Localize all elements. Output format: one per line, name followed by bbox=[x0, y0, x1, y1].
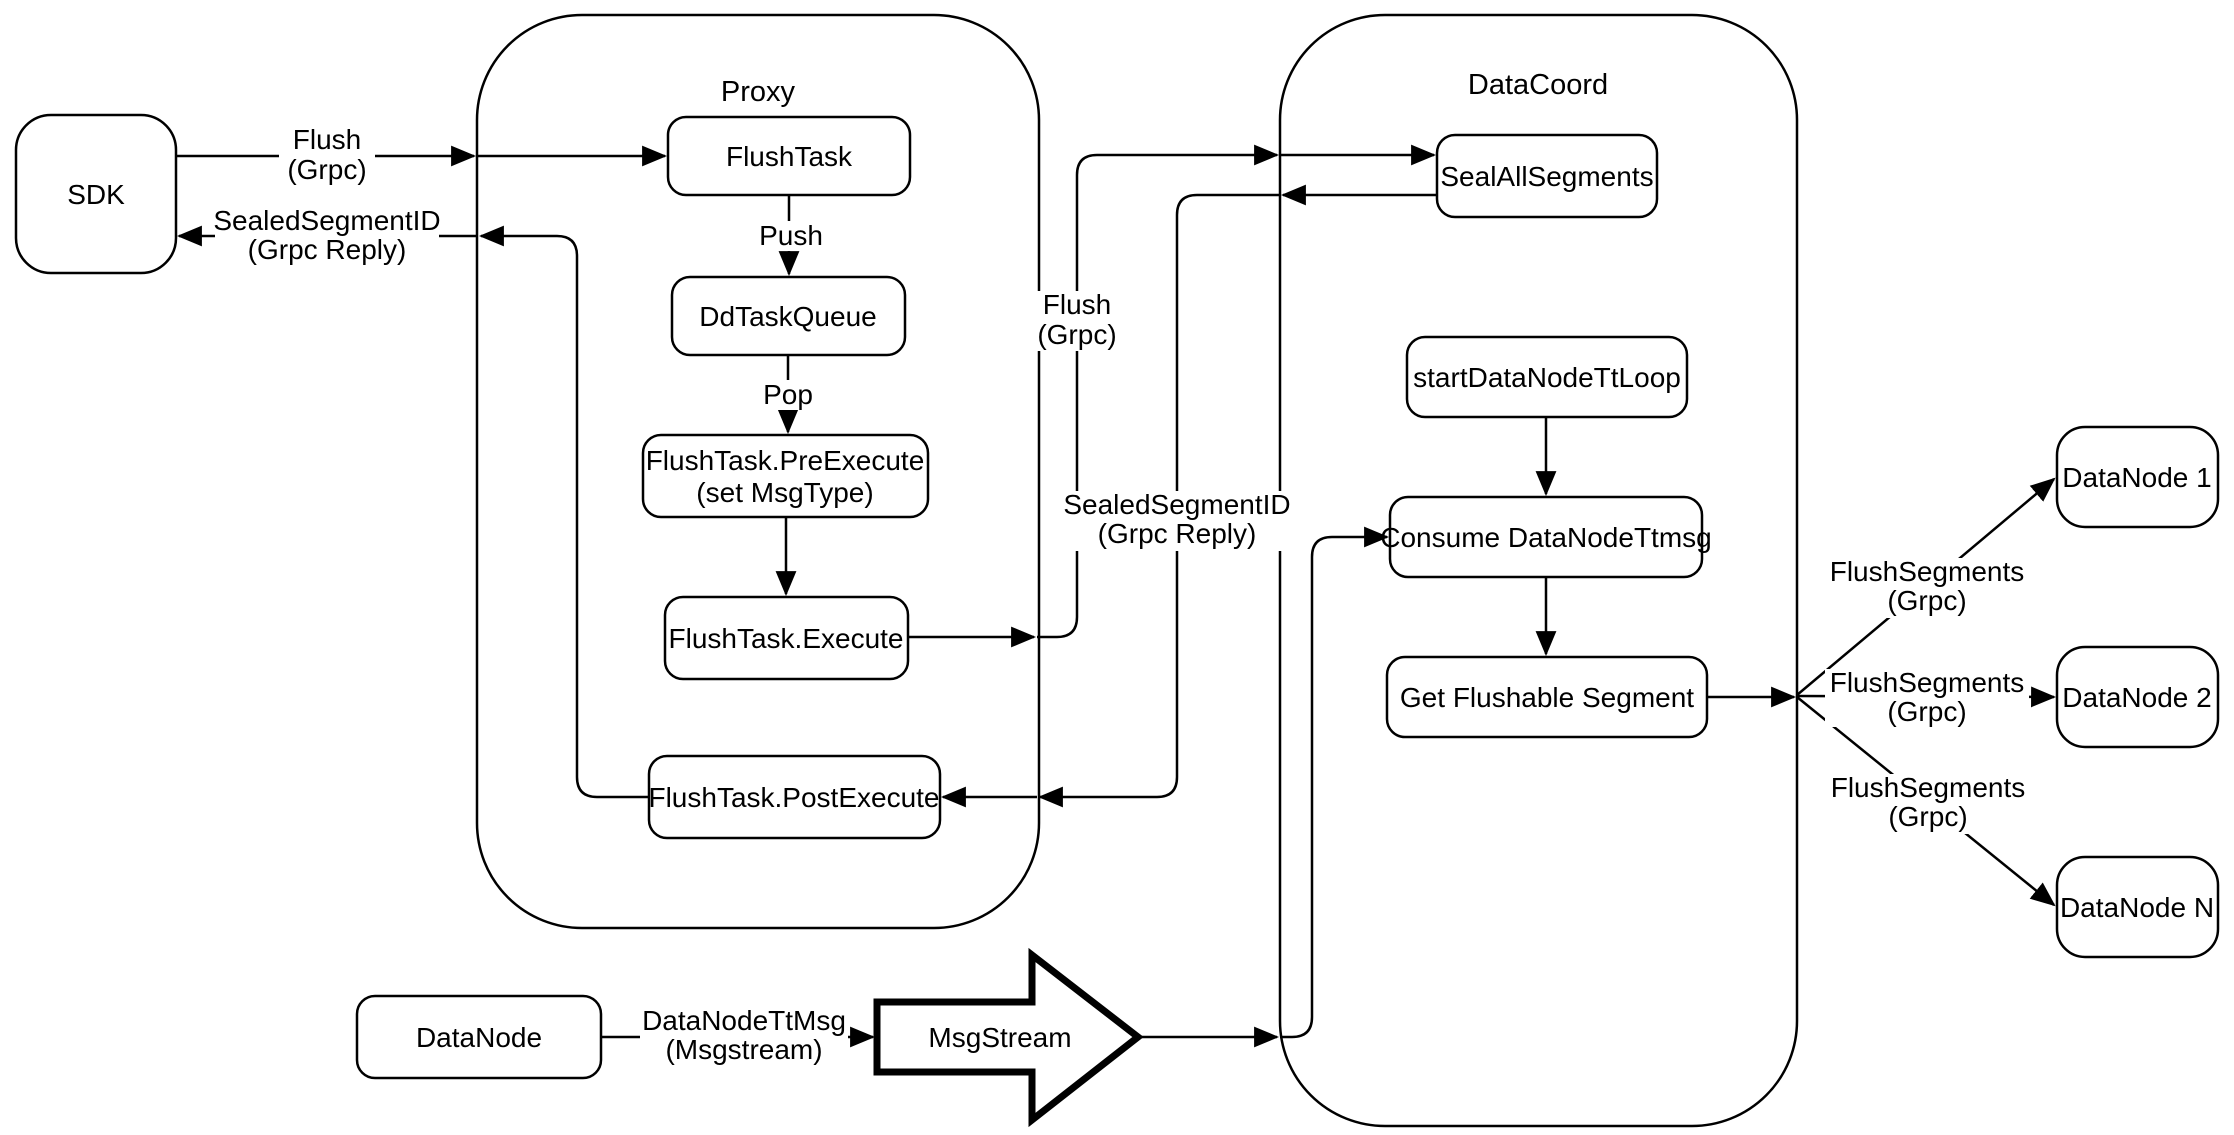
flushtask-box bbox=[666, 115, 912, 197]
node-preexecute: FlushTask.PreExecute (set MsgType) bbox=[641, 433, 930, 519]
datanoden-label: DataNode N bbox=[2060, 892, 2214, 923]
edge-label-flushsegments-3-bg bbox=[1826, 774, 2030, 834]
edge-label-flush-sdk-line2: (Grpc) bbox=[287, 154, 366, 185]
edge-label-datanodettmsg-bg bbox=[640, 1006, 848, 1066]
ddtaskqueue-label: DdTaskQueue bbox=[699, 301, 876, 332]
msgstream-arrow-shape bbox=[873, 947, 1144, 1128]
edge-datacoord-edge-to-consume bbox=[1280, 526, 1390, 1039]
datanode-source-label: DataNode bbox=[416, 1022, 542, 1053]
edge-label-flush-sdk: Flush (Grpc) bbox=[279, 124, 375, 186]
node-sealallsegments: SealAllSegments bbox=[1435, 133, 1659, 219]
edge-label-push: Push bbox=[758, 220, 824, 251]
node-getflushablesegment: Get Flushable Segment bbox=[1385, 655, 1709, 739]
edge-flush-grpc-up-to-datacoord bbox=[1037, 144, 1280, 639]
node-startdatanodettloop: startDataNodeTtLoop bbox=[1405, 335, 1689, 419]
edge-label-flushsegments-1-line2: (Grpc) bbox=[1887, 585, 1966, 616]
edge-label-flush-sdk-bg bbox=[279, 128, 375, 186]
edge-label-pop: Pop bbox=[761, 379, 815, 410]
datanode-source-box bbox=[355, 994, 603, 1080]
edge-label-flushsegments-1-bg bbox=[1825, 558, 2029, 618]
preexecute-box bbox=[641, 433, 930, 519]
startdatanodettloop-box bbox=[1405, 335, 1689, 419]
datanoden-box bbox=[2055, 855, 2220, 959]
node-datanode2: DataNode 2 bbox=[2055, 645, 2220, 749]
node-ddtaskqueue: DdTaskQueue bbox=[670, 275, 907, 357]
node-datanode-source: DataNode bbox=[355, 994, 603, 1080]
edge-label-flushsegments-1: FlushSegments (Grpc) bbox=[1825, 556, 2029, 618]
node-flushtask: FlushTask bbox=[666, 115, 912, 197]
node-sdk: SDK bbox=[14, 113, 178, 275]
preexecute-label-line2: (set MsgType) bbox=[696, 477, 873, 508]
edge-label-sealed-sdk-bg bbox=[215, 207, 439, 265]
edge-label-flush-mid-line2: (Grpc) bbox=[1037, 319, 1116, 350]
msgstream-label: MsgStream bbox=[928, 1022, 1071, 1053]
edge-label-flushsegments-2-line1: FlushSegments bbox=[1830, 667, 2025, 698]
edge-label-flushsegments-1-line1: FlushSegments bbox=[1830, 556, 2025, 587]
edge-label-sealed-mid-line2: (Grpc Reply) bbox=[1098, 518, 1257, 549]
edge-label-datanodettmsg-line1: DataNodeTtMsg bbox=[642, 1005, 846, 1036]
edge-label-flushsegments-2-bg bbox=[1825, 669, 2029, 727]
edge-postexecute-to-proxy-left-edge bbox=[478, 225, 649, 799]
node-execute: FlushTask.Execute bbox=[663, 595, 910, 681]
ddtaskqueue-box bbox=[670, 275, 907, 357]
consumedatanodettmsg-label: Consume DataNodeTtmsg bbox=[1380, 522, 1711, 553]
datanode1-box bbox=[2055, 425, 2220, 529]
edge-label-sealed-sdk-line2: (Grpc Reply) bbox=[248, 234, 407, 265]
edge-label-sealed-sdk-line1: SealedSegmentID bbox=[213, 205, 440, 236]
edge-label-pop-text: Pop bbox=[763, 379, 813, 410]
edge-label-flushsegments-3-line1: FlushSegments bbox=[1831, 772, 2026, 803]
datanode2-label: DataNode 2 bbox=[2062, 682, 2211, 713]
node-consumedatanodettmsg: Consume DataNodeTtmsg bbox=[1380, 495, 1712, 579]
edge-label-flushsegments-2-line2: (Grpc) bbox=[1887, 696, 1966, 727]
consumedatanodettmsg-box bbox=[1388, 495, 1704, 579]
postexecute-box bbox=[647, 754, 942, 840]
sdk-label: SDK bbox=[67, 179, 125, 210]
edge-label-datanodettmsg-line2: (Msgstream) bbox=[665, 1034, 822, 1065]
edge-label-flush-mid-line1: Flush bbox=[1043, 289, 1111, 320]
sdk-box bbox=[14, 113, 178, 275]
edge-label-push-text: Push bbox=[759, 220, 823, 251]
execute-label: FlushTask.Execute bbox=[669, 623, 904, 654]
edge-label-flushsegments-3: FlushSegments (Grpc) bbox=[1826, 772, 2030, 834]
node-msgstream: MsgStream bbox=[873, 947, 1144, 1128]
edge-label-sealed-mid-line1: SealedSegmentID bbox=[1063, 489, 1290, 520]
datanode1-label: DataNode 1 bbox=[2062, 462, 2211, 493]
edge-label-flush-mid-bg bbox=[1029, 291, 1125, 351]
flushtask-label: FlushTask bbox=[726, 141, 853, 172]
startdatanodettloop-label: startDataNodeTtLoop bbox=[1413, 362, 1681, 393]
getflushablesegment-box bbox=[1385, 655, 1709, 739]
postexecute-label: FlushTask.PostExecute bbox=[648, 782, 939, 813]
getflushablesegment-label: Get Flushable Segment bbox=[1400, 682, 1694, 713]
node-postexecute: FlushTask.PostExecute bbox=[647, 754, 942, 840]
node-datanoden: DataNode N bbox=[2055, 855, 2220, 959]
edge-label-pop-bg bbox=[761, 380, 815, 410]
datanode2-box bbox=[2055, 645, 2220, 749]
sealallsegments-label: SealAllSegments bbox=[1440, 161, 1653, 192]
preexecute-label-line1: FlushTask.PreExecute bbox=[646, 445, 925, 476]
edge-label-push-bg bbox=[758, 221, 824, 251]
execute-box bbox=[663, 595, 910, 681]
edge-label-flush-mid: Flush (Grpc) bbox=[1029, 289, 1125, 351]
node-datanode1: DataNode 1 bbox=[2055, 425, 2220, 529]
edge-label-flush-sdk-line1: Flush bbox=[293, 124, 361, 155]
proxy-title: Proxy bbox=[721, 76, 796, 108]
edge-label-flushsegments-2: FlushSegments (Grpc) bbox=[1825, 667, 2029, 727]
edge-label-flushsegments-3-line2: (Grpc) bbox=[1888, 801, 1967, 832]
datacoord-title: DataCoord bbox=[1468, 69, 1608, 101]
edge-label-sealed-mid-bg bbox=[1065, 491, 1289, 551]
sealallsegments-box bbox=[1435, 133, 1659, 219]
edge-label-sealed-sdk: SealedSegmentID (Grpc Reply) bbox=[213, 205, 441, 265]
edge-label-sealed-mid: SealedSegmentID (Grpc Reply) bbox=[1063, 489, 1291, 551]
edge-label-datanodettmsg: DataNodeTtMsg (Msgstream) bbox=[640, 1005, 848, 1066]
